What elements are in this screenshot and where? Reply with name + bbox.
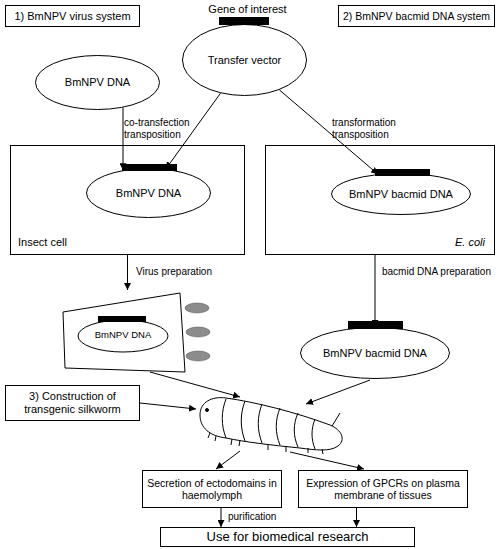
flow-arrow (221, 508, 222, 527)
dna-ellipse: BmNPV DNA (35, 55, 160, 110)
node-text: E. coli (452, 236, 488, 249)
ellipse-shape (87, 169, 211, 218)
node-text: Expression of GPCRs on plasma membrane o… (299, 477, 467, 501)
process-label: bacmid DNA preparation (382, 266, 491, 278)
flow-arrow (127, 255, 128, 290)
process-label: co-transfection transposition (124, 117, 204, 141)
result-box: Secretion of ectodomains in haemolymph (142, 470, 282, 508)
layout-arrows (140, 372, 370, 469)
node-text: Transfer vector (205, 54, 285, 67)
silkworm-horn (332, 413, 340, 426)
process-label: Virus preparation (136, 266, 212, 278)
node-text: Insect cell (15, 236, 70, 249)
ellipse-shape (301, 328, 450, 379)
ellipse-shape (183, 25, 307, 96)
silkworm-legs (208, 433, 323, 454)
arrow-from-silkworm (290, 452, 364, 469)
virus-particle: BmNPV DNA (45, 290, 210, 375)
arrow-to-silkworm (150, 372, 240, 397)
flow-arrow (356, 508, 357, 527)
bacmid-ellipse: BmNPV bacmid DNA (331, 173, 471, 215)
virus-capsid (63, 293, 185, 372)
node-text: 3) Construction of transgenic silkworm (6, 390, 139, 415)
node-text: Secretion of ectodomains in haemolymph (143, 477, 281, 501)
virus-spike (185, 303, 209, 313)
step-box: 3) Construction of transgenic silkworm (5, 385, 140, 421)
arrow-from-silkworm (216, 451, 240, 469)
gene-bar (219, 17, 269, 25)
gene-bar (122, 164, 177, 171)
node-text: BmNPV DNA (78, 330, 168, 341)
bacmid-ellipse: BmNPV bacmid DNA (300, 327, 450, 379)
silkworm-illustration (200, 398, 342, 454)
silkworm-segments (222, 399, 315, 449)
e-coli-box: E. coli BmNPV bacmid DNA (265, 145, 495, 255)
node-text: BmNPV DNA (113, 187, 184, 200)
arrow-to-silkworm (306, 380, 370, 404)
node-text: BmNPV DNA (62, 76, 133, 89)
dna-ellipse-shape (78, 320, 168, 352)
node-text: BmNPV bacmid DNA (346, 188, 456, 201)
dna-ellipse: BmNPV DNA (86, 168, 211, 218)
heading-text: Gene of interest (162, 3, 333, 16)
system-title-box: 1) BmNPV virus system (5, 5, 140, 27)
node-text: 1) BmNPV virus system (11, 10, 133, 23)
gene-bar (348, 321, 403, 329)
node-text: 2) BmNPV bacmid DNA system (340, 10, 493, 22)
virus-spike (186, 351, 210, 361)
goal-box: Use for biomedical research (160, 527, 415, 547)
insect-cell-box: Insect cell BmNPV DNA (10, 145, 245, 255)
system-title-box: 2) BmNPV bacmid DNA system (338, 5, 495, 27)
gene-bar (375, 169, 430, 176)
virus-spike (186, 327, 210, 337)
silkworm-body (200, 398, 342, 450)
ellipse-shape (36, 56, 160, 110)
ellipse-shape (332, 174, 471, 215)
flow-arrow (375, 255, 376, 327)
node-text: Use for biomedical research (204, 530, 372, 545)
result-box: Expression of GPCRs on plasma membrane o… (298, 470, 468, 508)
gene-bar (98, 316, 146, 322)
process-label: purification (228, 511, 276, 523)
silkworm-eye (206, 409, 209, 412)
process-label: transformation transposition (332, 117, 417, 141)
arrow-to-silkworm (140, 403, 196, 409)
node-text: BmNPV bacmid DNA (320, 347, 430, 360)
transfer-vector-ellipse: Gene of interestTransfer vector (182, 24, 307, 96)
